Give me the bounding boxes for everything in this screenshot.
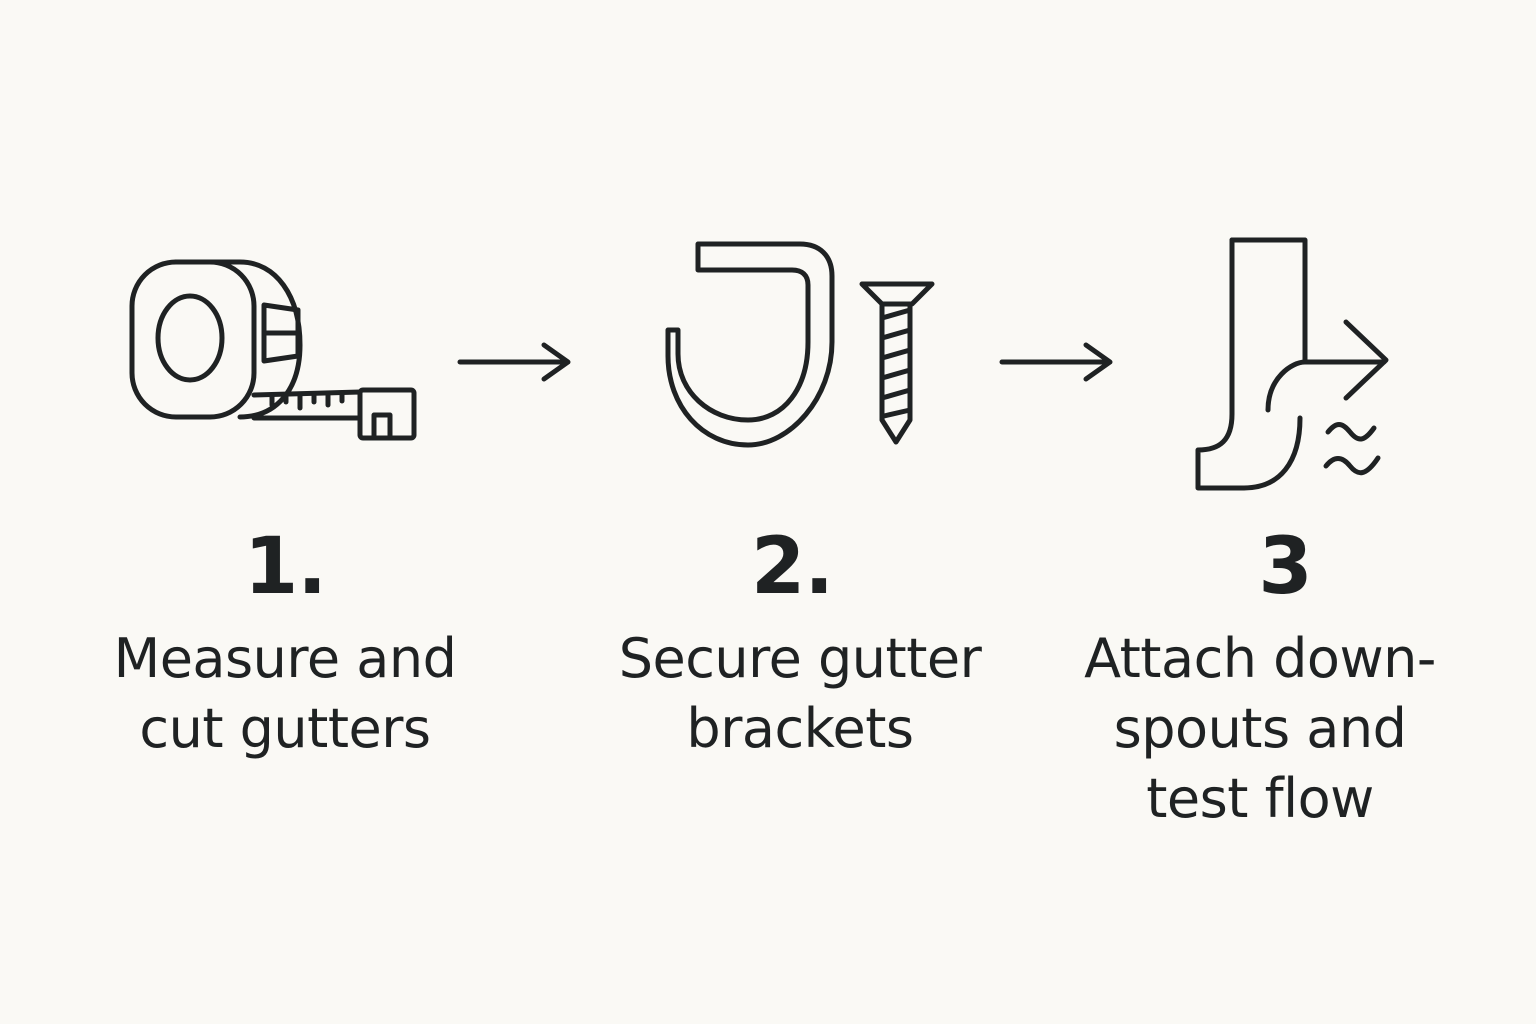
step-label-3: Attach down- spouts and test flow — [1084, 627, 1436, 830]
arrow-right-icon — [457, 342, 571, 382]
downspout-flow-icon — [1190, 234, 1400, 496]
step-number-3: 3 — [1258, 522, 1312, 612]
tape-measure-icon — [128, 255, 420, 445]
arrow-right-icon — [999, 342, 1113, 382]
step-label-2: Secure gutter brackets — [618, 627, 982, 760]
bracket-and-screw-icon — [660, 236, 940, 448]
step-label-1: Measure and cut gutters — [113, 627, 457, 760]
step-number-1: 1. — [244, 522, 327, 612]
step-number-2: 2. — [751, 522, 834, 612]
